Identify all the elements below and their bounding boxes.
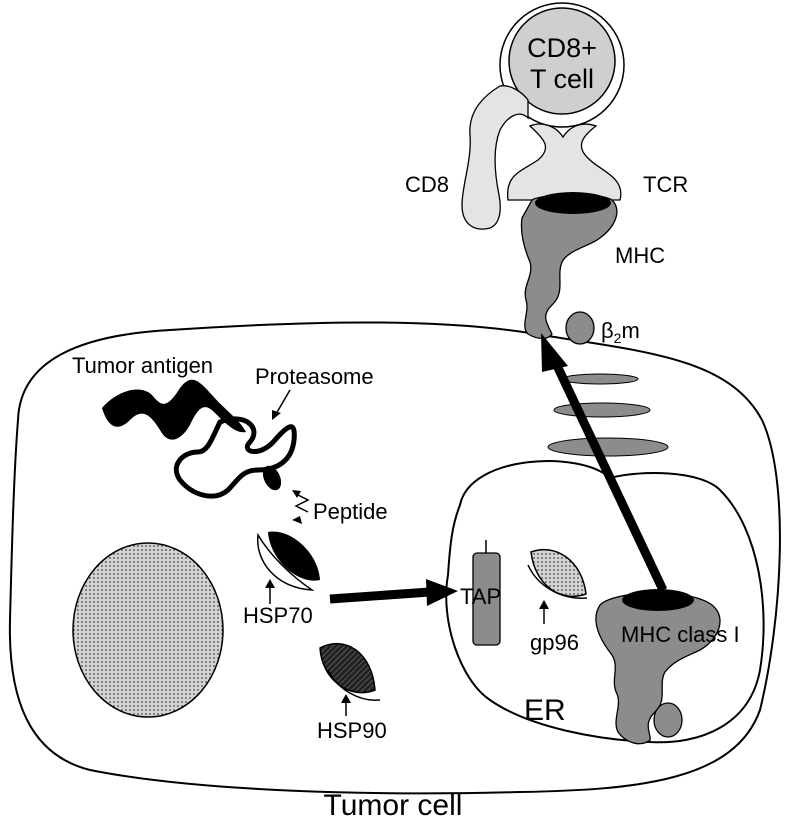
mhc-surface-molecule	[520, 194, 618, 340]
transport-arrowhead	[426, 579, 458, 606]
proteasome-pointer	[275, 389, 291, 415]
peptide-pointer-up-head	[292, 490, 301, 498]
mhc-class-i-label: MHC class I	[621, 622, 740, 647]
gp96-rim	[527, 564, 588, 599]
mhc-label: MHC	[615, 243, 665, 268]
gp96-label: gp96	[530, 630, 579, 655]
hsp70-pointer-head	[265, 579, 275, 588]
hsp90-molecule	[319, 642, 376, 694]
peptide-fragment	[262, 465, 282, 491]
t-cell-inner	[508, 7, 616, 115]
tumor-antigen-label: Tumor antigen	[72, 353, 213, 378]
gp96-molecule	[530, 548, 587, 598]
vesicle	[553, 402, 651, 418]
tumor-antigen	[102, 379, 246, 440]
b2m-subscript: 2	[614, 330, 622, 346]
vesicle	[547, 437, 669, 457]
gp96-pointer-head	[539, 600, 549, 609]
peptide-in-mhc-class-i	[622, 589, 694, 611]
proteasome-label: Proteasome	[255, 364, 374, 389]
b2m-er-molecule	[653, 702, 683, 738]
cd8-molecule	[461, 85, 529, 230]
peptide-label: Peptide	[313, 499, 388, 524]
proteasome	[173, 416, 297, 499]
tcr-molecule	[507, 123, 622, 201]
mhc-transport-arrow	[547, 353, 668, 592]
mhc-class-i-molecule	[595, 592, 721, 745]
proteasome-pointer-head	[272, 410, 281, 420]
b2m-beta: β	[601, 318, 614, 343]
t-cell-label-line2: T cell	[530, 64, 594, 94]
hsp70-label: HSP70	[243, 603, 313, 628]
peptide-pointer-down-head	[292, 516, 302, 524]
er-label: ER	[524, 694, 566, 727]
hsp70-molecule	[257, 532, 315, 591]
tumor-cell-label: Tumor cell	[324, 789, 463, 822]
cd8-label: CD8	[405, 172, 449, 197]
t-cell-label-line1: CD8+	[527, 33, 597, 63]
hsp90-label: HSP90	[317, 718, 387, 743]
b2m-molecule	[565, 311, 595, 345]
peptide-in-mhc	[535, 192, 611, 214]
hsp90-rim	[327, 669, 381, 701]
tcr-label: TCR	[643, 172, 688, 197]
peptide-pointer	[294, 493, 310, 513]
nucleus	[72, 542, 224, 718]
hsp90-pointer-head	[341, 694, 351, 703]
transport-arrow	[329, 587, 431, 604]
b2m-m: m	[621, 318, 639, 343]
tap-label: TAP	[460, 584, 501, 609]
mhc-transport-arrowhead	[541, 333, 568, 372]
hsp70-bound-peptide	[268, 531, 320, 581]
vesicle	[561, 373, 639, 385]
b2m-label: β2m	[601, 318, 640, 346]
